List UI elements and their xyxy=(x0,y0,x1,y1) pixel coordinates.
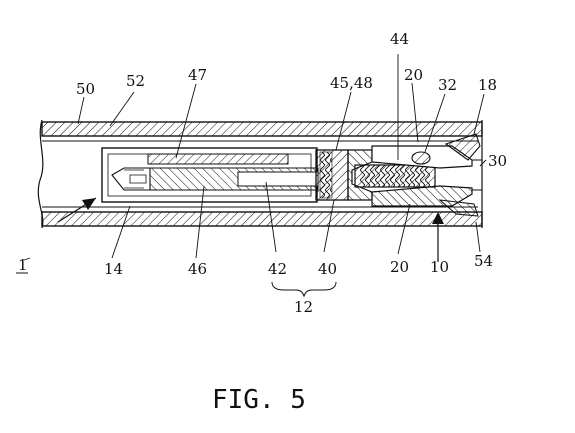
nib xyxy=(111,167,151,191)
label-40: 40 xyxy=(318,260,337,278)
label-30: 30 xyxy=(488,152,507,170)
screw-thread xyxy=(360,165,430,187)
brace-12 xyxy=(271,281,337,298)
label-10: 10 xyxy=(430,258,449,276)
tip-opening-30 xyxy=(472,159,483,191)
break-line xyxy=(37,119,44,229)
outer-tube-bottom xyxy=(41,211,483,227)
label-20-top: 20 xyxy=(404,66,423,84)
label-1: 1 xyxy=(18,256,28,274)
label-45-48: 45,48 xyxy=(330,74,373,92)
rod-42 xyxy=(237,171,319,187)
tube-47 xyxy=(147,153,289,165)
label-46: 46 xyxy=(188,260,207,278)
figure-caption: FIG. 5 xyxy=(212,385,306,415)
leader-lines xyxy=(23,54,487,261)
label-47: 47 xyxy=(188,66,207,84)
label-52: 52 xyxy=(126,72,145,90)
label-18: 18 xyxy=(478,76,497,94)
label-14: 14 xyxy=(104,260,123,278)
nib-detail xyxy=(124,169,147,189)
bottom-wedge xyxy=(438,199,479,217)
label-42: 42 xyxy=(268,260,287,278)
label-20-bottom: 20 xyxy=(390,258,409,276)
arrowhead-1 xyxy=(82,198,96,210)
label-12: 12 xyxy=(294,298,313,316)
arrowhead-10 xyxy=(432,212,444,224)
label-54: 54 xyxy=(474,252,493,270)
ball-32 xyxy=(411,151,431,165)
thread-45 xyxy=(319,151,333,199)
label-32: 32 xyxy=(438,76,457,94)
label-44: 44 xyxy=(390,30,409,48)
cap-18 xyxy=(444,133,481,161)
label-50: 50 xyxy=(76,80,95,98)
